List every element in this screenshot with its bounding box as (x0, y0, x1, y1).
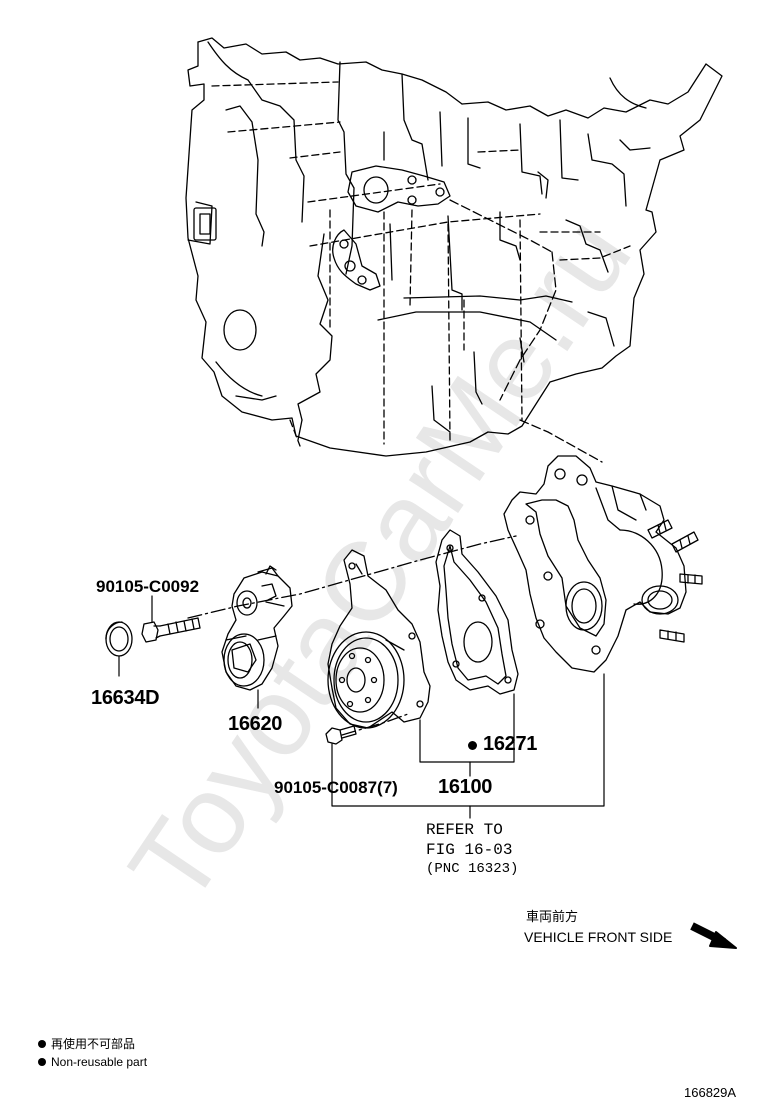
water-inlet-housing-drawing (503, 455, 703, 673)
engine-block-drawing (185, 37, 723, 463)
legend-en: Non-reusable part (38, 1056, 147, 1068)
water-pump-drawing (327, 549, 431, 729)
tensioner-drawing (221, 565, 293, 691)
filled-circle-icon (38, 1040, 46, 1048)
legend-jp: 再使用不可部品 (38, 1038, 135, 1050)
part-number-bolt-tensioner: 90105-C0092 (96, 577, 200, 596)
arrow-down-right-icon (690, 922, 737, 949)
non-reusable-icon (468, 741, 477, 750)
refer-line-3: (PNC 16323) (426, 861, 519, 877)
part-number-gasket: 16271 (483, 733, 538, 755)
figure-id: 166829A (684, 1085, 737, 1100)
part-number-bolt-pump: 90105-C0087(7) (274, 778, 398, 797)
bolt-tensioner-drawing (141, 617, 201, 643)
part-number-water-pump: 16100 (438, 776, 493, 798)
refer-line-2: FIG 16-03 (426, 841, 513, 859)
gasket-drawing (435, 529, 519, 695)
filled-circle-icon (38, 1058, 46, 1066)
direction-label-en: VEHICLE FRONT SIDE (524, 929, 673, 945)
direction-label-jp: 車両前方 (526, 909, 579, 924)
cap-drawing (105, 621, 133, 657)
part-number-cap: 16634D (91, 687, 160, 709)
leader-lines (118, 595, 605, 819)
refer-line-1: REFER TO (426, 821, 503, 839)
part-number-tensioner: 16620 (228, 713, 283, 735)
part-number-gasket-group: 16271 (468, 734, 537, 754)
bolt-pump-drawing (325, 725, 357, 745)
assembly-centerline (187, 535, 517, 619)
